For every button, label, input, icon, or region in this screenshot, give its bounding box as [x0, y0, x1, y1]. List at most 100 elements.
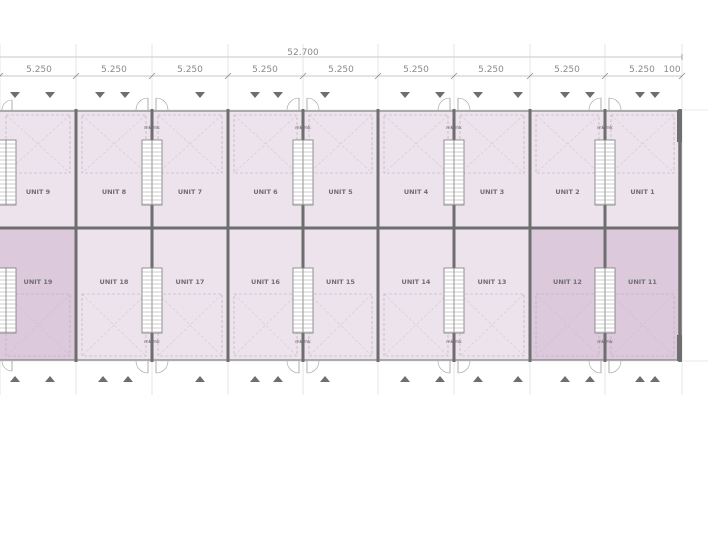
bay-dimension: 5.250: [101, 65, 127, 75]
unit-fill: [605, 111, 680, 228]
door-swing: [286, 360, 300, 374]
unit: UNIT 4: [378, 111, 454, 228]
entrance-arrow: [45, 92, 55, 98]
stair-label: mk mk: [295, 339, 311, 345]
door-swing: [306, 360, 320, 374]
dimension-tick: [450, 72, 458, 80]
unit: UNIT 14: [378, 228, 454, 360]
stair: [141, 267, 163, 334]
entrance-arrow: [400, 376, 410, 382]
entrance-arrow: [10, 92, 20, 98]
door-swing: [457, 97, 471, 111]
stair: [594, 139, 616, 206]
unit-label: UNIT 7: [178, 188, 202, 196]
door-swing: [135, 360, 149, 374]
dimension-tick: [148, 72, 156, 80]
entrance-arrow: [98, 376, 108, 382]
unit-label: UNIT 18: [100, 278, 129, 286]
hidden-line: [233, 114, 298, 174]
bay-dimension: 5.250: [403, 65, 429, 75]
door: [286, 97, 300, 111]
entrance-arrow: [585, 376, 595, 382]
hidden-line: [535, 114, 600, 174]
door: [1, 360, 13, 372]
unit-label: UNIT 3: [480, 188, 504, 196]
unit: UNIT 16: [228, 228, 303, 360]
unit-label: UNIT 16: [251, 278, 280, 286]
hidden-line: [535, 293, 600, 357]
entrance-arrow: [10, 376, 20, 382]
dimension-chain: 52.700 5.250 5.250 5.250 5.250 5.250 5.2…: [0, 48, 682, 77]
entrance-arrow: [473, 92, 483, 98]
entrance-arrow: [560, 92, 570, 98]
door-swing: [588, 360, 602, 374]
dimension-tick: [0, 72, 4, 77]
door: [608, 360, 622, 374]
unit-label: UNIT 4: [404, 188, 429, 196]
dimension-tick: [72, 72, 80, 80]
entrance-arrow: [45, 376, 55, 382]
unit: UNIT 15: [303, 228, 378, 360]
stair-label: mk mk: [597, 125, 613, 131]
bay-dimensions: 5.250 5.250 5.250 5.250 5.250 5.250 5.25…: [26, 65, 655, 75]
unit: UNIT 5: [303, 111, 378, 228]
door: [457, 97, 471, 111]
entrance-arrow: [650, 92, 660, 98]
stair-label: mk mk: [597, 339, 613, 345]
bay-dimension: 5.250: [26, 65, 52, 75]
unit: UNIT 12: [530, 228, 605, 360]
unit: UNIT 2: [530, 111, 605, 228]
unit: UNIT 11: [605, 228, 680, 360]
unit: UNIT 3: [454, 111, 530, 228]
door: [155, 97, 169, 111]
unit-label: UNIT 12: [553, 278, 582, 286]
stair-label: mk mk: [446, 125, 462, 131]
door: [306, 97, 320, 111]
door-swing: [306, 97, 320, 111]
hidden-line: [157, 114, 223, 174]
door: [457, 360, 471, 374]
door-swing: [1, 360, 13, 372]
unit-label: UNIT 8: [102, 188, 127, 196]
hidden-line: [81, 114, 147, 174]
dimension-tick: [374, 72, 382, 80]
door: [588, 97, 602, 111]
door-swing: [608, 97, 622, 111]
door: [608, 97, 622, 111]
door-swing: [437, 360, 451, 374]
bay-dimension: 5.250: [478, 65, 504, 75]
door-swing: [457, 360, 471, 374]
entrance-arrow: [195, 92, 205, 98]
unit-label: UNIT 19: [24, 278, 53, 286]
hidden-line: [81, 114, 147, 174]
entrance-arrow: [435, 92, 445, 98]
stair-outline: [0, 267, 17, 334]
hidden-line: [233, 293, 298, 357]
entrance-arrow: [123, 376, 133, 382]
wall: [677, 110, 682, 142]
entrance-arrow: [95, 92, 105, 98]
door: [437, 97, 451, 111]
stair: [141, 139, 163, 206]
door-swing: [1, 99, 13, 111]
unit-label: UNIT 5: [328, 188, 353, 196]
door-swing: [588, 97, 602, 111]
unit-label: UNIT 1: [630, 188, 655, 196]
unit-label: UNIT 2: [555, 188, 579, 196]
entrance-arrow: [650, 376, 660, 382]
hidden-line: [383, 114, 449, 174]
stair: [594, 267, 616, 334]
door: [155, 360, 169, 374]
unit-fill: [378, 111, 454, 228]
stair: [0, 267, 17, 334]
entrance-arrows: [10, 92, 660, 382]
unit-label: UNIT 9: [26, 188, 51, 196]
unit-fill: [454, 111, 530, 228]
stair: [292, 267, 314, 334]
hidden-line: [157, 114, 223, 174]
door: [1, 99, 13, 111]
hidden-line: [383, 114, 449, 174]
hidden-line: [610, 293, 675, 357]
unit: UNIT 13: [454, 228, 530, 360]
